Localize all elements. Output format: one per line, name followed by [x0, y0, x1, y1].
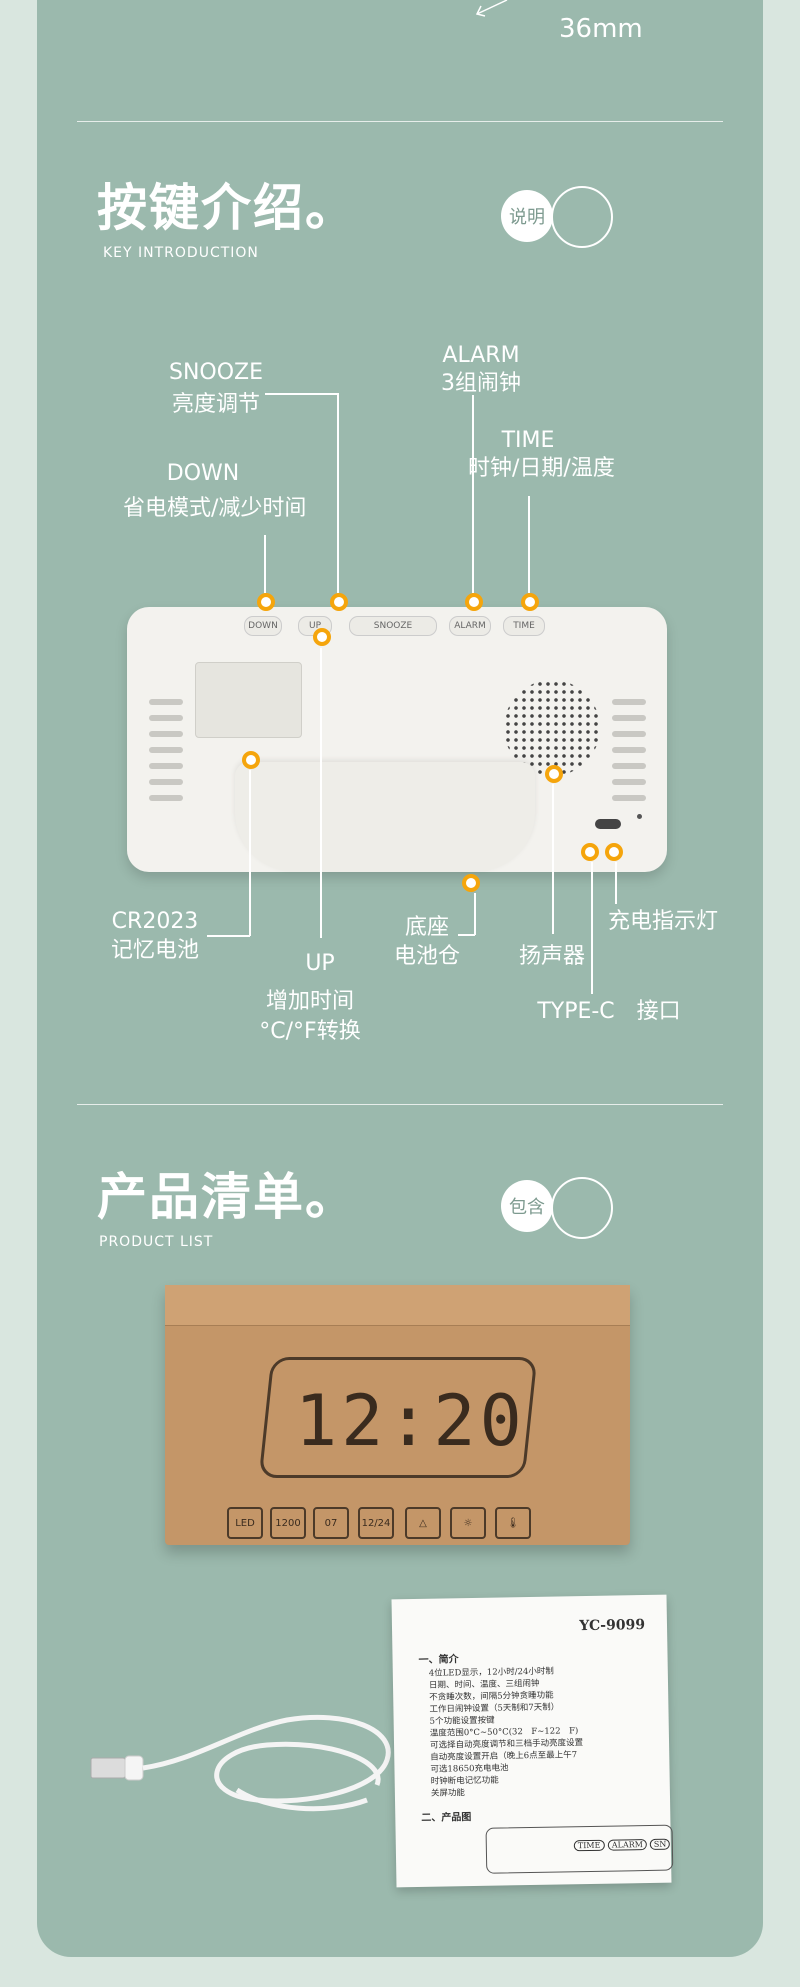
divider [77, 121, 723, 122]
box-icon-clock: 1200 [270, 1507, 306, 1539]
label-base: 底座 [404, 915, 449, 940]
label-up-en: UP [305, 951, 335, 976]
leader-line [249, 770, 251, 936]
leader-line [528, 496, 530, 593]
label-led: 充电指示灯 [607, 909, 718, 934]
button-time: TIME [503, 616, 545, 636]
label-alarm-cn: 3组闹钟 [441, 371, 521, 396]
manual-button: ALARM [607, 1839, 648, 1851]
marker-down [257, 593, 275, 611]
label-base-2: 电池仓 [393, 944, 460, 969]
manual-heading: 一、简介 [418, 1654, 459, 1666]
leader-line [552, 784, 554, 934]
leader-line [474, 893, 476, 935]
leader-line [337, 393, 339, 593]
label-up-cn: 增加时间 [265, 989, 354, 1014]
box-icon-alarm: △ [405, 1507, 441, 1539]
main-panel: 36mm 按键介绍。 KEY INTRODUCTION 说明 SNOOZE 亮度… [37, 0, 763, 1957]
button-down: DOWN [244, 616, 282, 636]
manual-button: SN [649, 1838, 671, 1850]
label-snooze-cn: 亮度调节 [171, 392, 260, 417]
tag-ring [551, 186, 613, 248]
leader-line [591, 862, 593, 994]
type-c-port [595, 819, 621, 829]
manual-model: YC-9099 [579, 1617, 646, 1635]
box-clock-display: 12:20 [295, 1380, 526, 1462]
marker-typec [581, 843, 599, 861]
battery-cover [195, 662, 302, 738]
tag-include: 包含 [501, 1180, 553, 1232]
box-icon-calendar: 07 [313, 1507, 349, 1539]
tag-explain: 说明 [501, 190, 553, 242]
leader-line [458, 934, 475, 936]
label-typec: TYPE-C 接口 [537, 999, 681, 1024]
leader-line [472, 395, 474, 593]
label-up-cn2: °C/°F转换 [259, 1019, 361, 1044]
marker-alarm [465, 593, 483, 611]
dimension-arrow-icon [475, 0, 508, 17]
leader-line [207, 935, 250, 937]
label-alarm-en: ALARM [442, 343, 520, 368]
manual-line: 关屏功能 [430, 1788, 466, 1799]
stand [235, 762, 535, 872]
leader-line [264, 535, 266, 593]
led-indicator [637, 814, 642, 819]
dimension-label: 36mm [559, 14, 643, 44]
marker-led [605, 843, 623, 861]
manual-button: TIME [573, 1839, 605, 1852]
button-alarm: ALARM [449, 616, 491, 636]
section-subtitle-list: PRODUCT LIST [99, 1234, 214, 1250]
section-subtitle-keys: KEY INTRODUCTION [103, 245, 259, 261]
manual-line: 时钟断电记忆功能 [430, 1775, 499, 1787]
label-speaker: 扬声器 [518, 944, 585, 969]
section-title-keys: 按键介绍。 [97, 179, 357, 237]
label-down-en: DOWN [166, 461, 240, 486]
box-icon-thermometer: 🌡 [495, 1507, 531, 1539]
instruction-manual: YC-9099 一、简介 4位LED显示，12小时/24小时制 日期、时间、温度… [391, 1594, 674, 1888]
label-time-en: TIME [501, 428, 555, 453]
clock-back-view: DOWN UP SNOOZE ALARM TIME [127, 607, 667, 872]
marker-snooze [330, 593, 348, 611]
manual-heading-2: 二、产品图 [421, 1812, 472, 1824]
marker-base [462, 874, 480, 892]
button-snooze: SNOOZE [349, 616, 437, 636]
leader-line [320, 648, 322, 938]
box-icon-12-24: 12/24 [358, 1507, 394, 1539]
label-down-cn: 省电模式/减少时间 [123, 496, 307, 521]
marker-speaker [545, 765, 563, 783]
product-box: 12:20 LED 1200 07 12/24 △ ☼ 🌡 [165, 1285, 630, 1545]
label-cr2023: CR2023 [111, 909, 199, 934]
leader-line [615, 862, 617, 904]
leader-line [265, 393, 338, 395]
label-snooze-en: SNOOZE [168, 360, 264, 385]
label-cr2023-cn: 记忆电池 [110, 938, 199, 963]
section-title-list: 产品清单。 [97, 1168, 357, 1226]
divider [77, 1104, 723, 1105]
tag-ring [551, 1177, 613, 1239]
speaker-grille [504, 680, 600, 776]
marker-up [313, 628, 331, 646]
usb-cable-icon [90, 1714, 391, 1812]
label-time-cn: 时钟/日期/温度 [468, 456, 615, 481]
box-icon-led: LED [227, 1507, 263, 1539]
marker-cr2023 [242, 751, 260, 769]
manual-line: 工作日闹钟设置（5天制和7天制） [429, 1702, 560, 1715]
box-icon-brightness: ☼ [450, 1507, 486, 1539]
marker-time [521, 593, 539, 611]
